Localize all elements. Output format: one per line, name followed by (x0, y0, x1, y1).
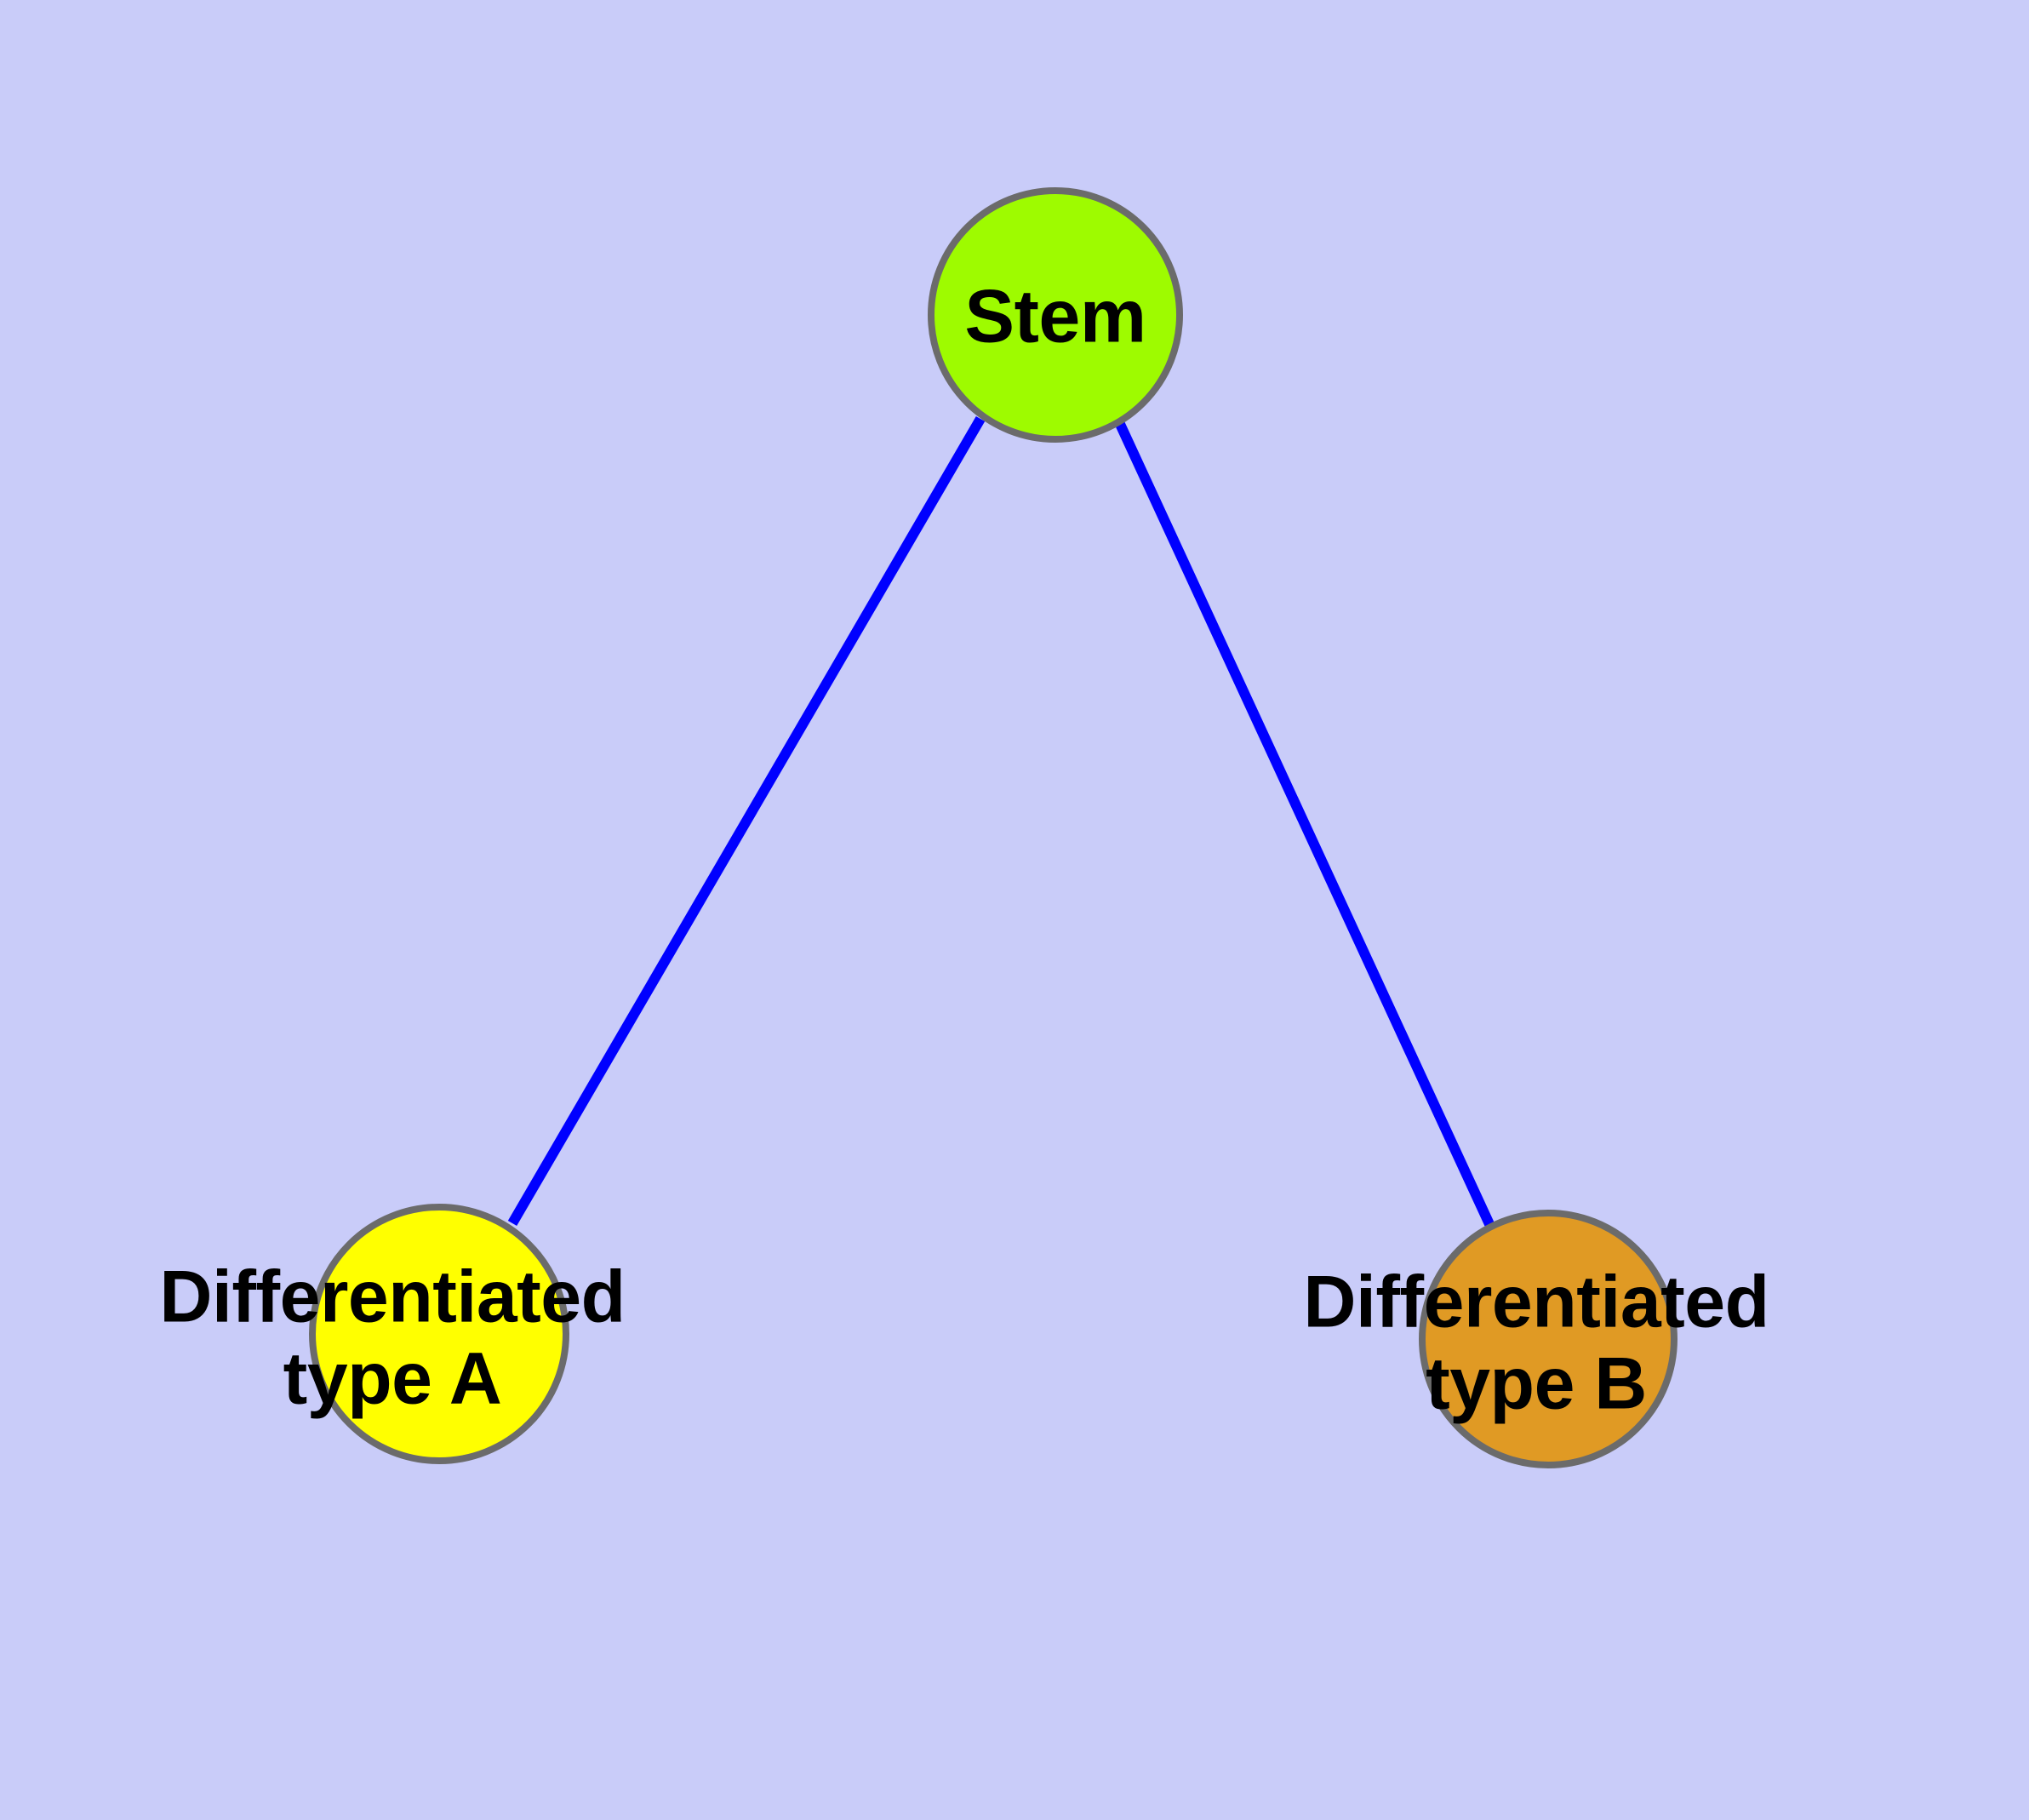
node-layer (309, 187, 1677, 1468)
edge-layer (507, 415, 1495, 1227)
node-diff-b-circle[interactable] (1419, 1210, 1677, 1468)
node-stem-circle[interactable] (928, 187, 1183, 443)
edge-stem-to-diff-b[interactable] (1114, 420, 1495, 1227)
node-diff-a-circle[interactable] (309, 1204, 569, 1464)
edge-stem-to-diff-a[interactable] (507, 415, 986, 1227)
